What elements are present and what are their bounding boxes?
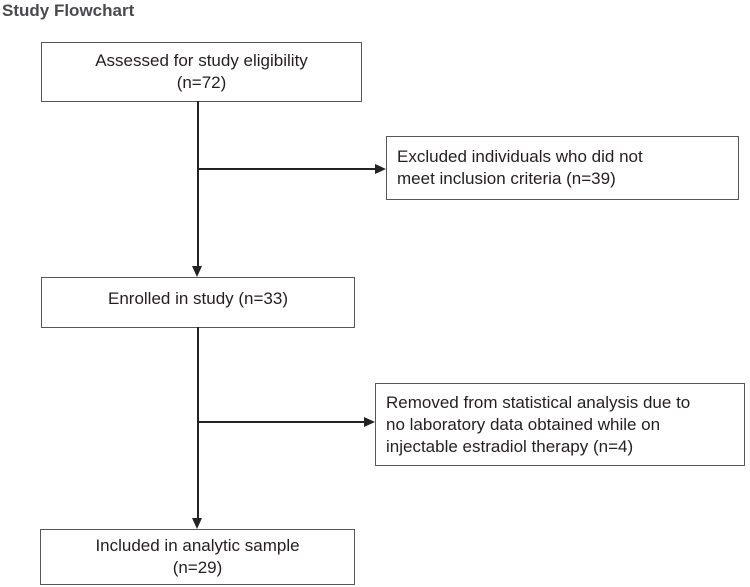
flowchart-box-assessed: Assessed for study eligibility (n=72) bbox=[41, 42, 362, 102]
box-text-line: Assessed for study eligibility bbox=[95, 51, 308, 70]
box-text-line: Enrolled in study (n=33) bbox=[107, 289, 289, 308]
flowchart-box-removed: Removed from statistical analysis due to… bbox=[375, 383, 745, 466]
flowchart-box-enrolled: Enrolled in study (n=33) bbox=[41, 277, 355, 328]
box-text-line: (n=72) bbox=[176, 73, 227, 92]
box-text-line: (n=29) bbox=[172, 558, 223, 577]
box-text-line: Included in analytic sample bbox=[95, 536, 300, 555]
box-text-line: no laboratory data obtained while on bbox=[386, 414, 661, 434]
connector-branch-to-removed bbox=[197, 421, 366, 423]
arrowhead-down-icon bbox=[192, 266, 202, 277]
arrowhead-right-icon bbox=[364, 416, 375, 427]
arrowhead-down-icon bbox=[192, 518, 202, 529]
flowchart-box-included: Included in analytic sample (n=29) bbox=[40, 529, 355, 585]
connector-assessed-to-enrolled bbox=[197, 101, 199, 269]
connector-enrolled-to-included bbox=[197, 327, 199, 520]
flowchart-box-excluded: Excluded individuals who did not meet in… bbox=[386, 136, 739, 200]
arrowhead-right-icon bbox=[375, 163, 386, 174]
box-text-line: Excluded individuals who did not bbox=[397, 147, 643, 166]
page-title: Study Flowchart bbox=[2, 1, 135, 20]
box-text-line: meet inclusion criteria (n=39) bbox=[397, 169, 616, 188]
box-text-line: Removed from statistical analysis due to bbox=[386, 392, 691, 412]
box-text-line: injectable estradiol therapy (n=4) bbox=[386, 436, 634, 456]
connector-branch-to-excluded bbox=[197, 168, 377, 170]
